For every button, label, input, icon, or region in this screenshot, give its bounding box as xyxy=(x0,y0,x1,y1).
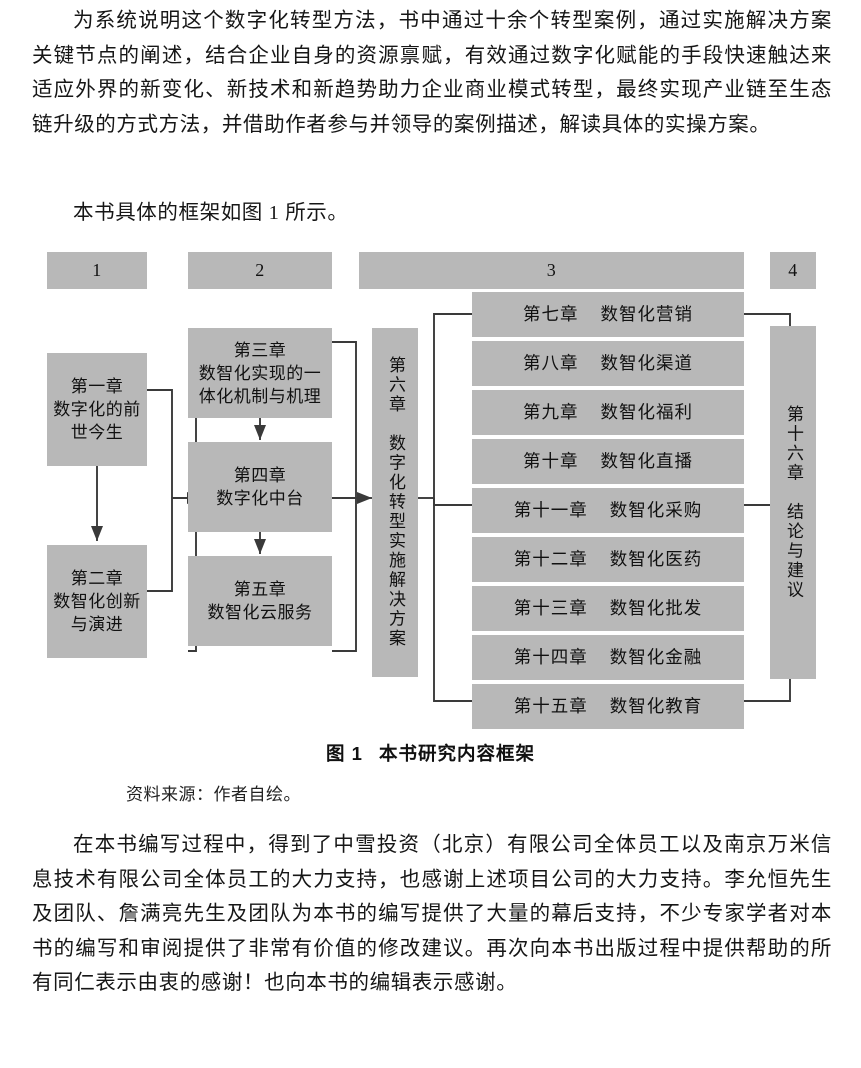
chapter-box-13: 第十三章 数智化批发 xyxy=(472,586,744,631)
chapter-box-4-line2: 数字化中台 xyxy=(216,489,304,508)
stage-header-3: 3 xyxy=(359,252,744,289)
figure-book-research-framework: 1 2 3 4 第一章 数字化的前 世今生 第二章 数智化创新 与演进 xyxy=(0,248,861,808)
wire-bracket-left-top xyxy=(433,313,472,498)
chapter-box-8-number: 第八章 xyxy=(523,353,579,373)
stage-header-1-label: 1 xyxy=(92,260,102,280)
figure-caption-number: 图 1 xyxy=(326,743,363,764)
chapter-box-15-title: 数智化教育 xyxy=(609,696,703,716)
chapter-box-12: 第十二章 数智化医药 xyxy=(472,537,744,582)
chapter-box-9-number: 第九章 xyxy=(523,402,579,422)
chapter-box-15: 第十五章 数智化教育 xyxy=(472,684,744,729)
chapter-box-2-line3: 与演进 xyxy=(70,615,124,634)
chapter-box-7: 第七章 数智化营销 xyxy=(472,292,744,337)
chapter-box-12-number: 第十二章 xyxy=(513,549,588,569)
chapter-box-13-title: 数智化批发 xyxy=(609,598,703,618)
figure-source-note: 资料来源：作者自绘。 xyxy=(126,785,301,804)
chapter-box-14: 第十四章 数智化金融 xyxy=(472,635,744,680)
wire-ch2-right xyxy=(147,498,173,592)
chapter-box-13-number: 第十三章 xyxy=(513,598,588,618)
chapter-box-2-line1: 第二章 xyxy=(70,569,124,588)
chapter-box-3-line1: 第三章 xyxy=(233,340,287,360)
chapter-box-16-label: 第十六章 结论与建议 xyxy=(784,405,803,600)
chapter-box-15-number: 第十五章 xyxy=(513,696,588,716)
chapter-box-10-number: 第十章 xyxy=(523,451,579,471)
chapter-box-5: 第五章 数智化云服务 xyxy=(188,556,332,646)
acknowledgement-paragraph: 在本书编写过程中，得到了中雪投资（北京）有限公司全体员工以及南京万米信息技术有限… xyxy=(32,828,832,1001)
chapter-box-10: 第十章 数智化直播 xyxy=(472,439,744,484)
wire-ch1-right xyxy=(147,389,173,498)
chapter-box-16: 第十六章 结论与建议 xyxy=(770,326,816,679)
stage-header-2: 2 xyxy=(188,252,332,289)
figure-canvas: 1 2 3 4 第一章 数字化的前 世今生 第二章 数智化创新 与演进 xyxy=(0,248,861,729)
chapter-box-1-line3: 世今生 xyxy=(70,423,124,442)
chapter-box-3-line3: 体化机制与机理 xyxy=(198,386,322,406)
chapter-box-1: 第一章 数字化的前 世今生 xyxy=(47,353,147,466)
chapter-box-1-line1: 第一章 xyxy=(70,377,124,396)
chapter-box-9-title: 数智化福利 xyxy=(600,402,693,422)
chapter-box-14-title: 数智化金融 xyxy=(609,647,703,667)
chapter-box-4: 第四章 数字化中台 xyxy=(188,442,332,532)
chapter-box-3-line2: 数智化实现的一 xyxy=(198,363,322,383)
frame-lead-paragraph: 本书具体的框架如图 1 所示。 xyxy=(32,196,832,231)
chapter-box-1-line2: 数字化的前 xyxy=(53,400,141,419)
stage-header-4-label: 4 xyxy=(788,260,798,280)
wire-bracket-left-mid xyxy=(433,498,472,506)
stage-header-4: 4 xyxy=(770,252,816,289)
chapter-box-11: 第十一章 数智化采购 xyxy=(472,488,744,533)
chapter-box-3: 第三章 数智化实现的一 体化机制与机理 xyxy=(188,328,332,418)
wire-stage2-left-bottom xyxy=(188,498,197,652)
chapter-box-4-line1: 第四章 xyxy=(233,466,287,485)
stage-header-1: 1 xyxy=(47,252,147,289)
chapter-box-8-title: 数智化渠道 xyxy=(600,353,693,373)
chapter-box-7-number: 第七章 xyxy=(523,304,579,324)
wire-stage2-right-top xyxy=(332,341,357,498)
chapter-box-7-title: 数智化营销 xyxy=(600,304,693,324)
wire-bracket-left-bottom xyxy=(433,498,472,702)
chapter-box-2: 第二章 数智化创新 与演进 xyxy=(47,545,147,658)
connector-wires xyxy=(90,313,806,702)
chapter-box-5-line2: 数智化云服务 xyxy=(207,603,313,622)
chapter-box-11-title: 数智化采购 xyxy=(609,500,703,520)
chapter-box-10-title: 数智化直播 xyxy=(600,451,693,471)
stage-header-3-label: 3 xyxy=(546,260,557,280)
chapter-box-9: 第九章 数智化福利 xyxy=(472,390,744,435)
intro-paragraph: 为系统说明这个数字化转型方法，书中通过十余个转型案例，通过实施解决方案关键节点的… xyxy=(32,4,832,142)
wire-stage2-right-bottom xyxy=(332,498,357,652)
stage-header-2-label: 2 xyxy=(255,260,265,280)
chapter-box-2-line2: 数智化创新 xyxy=(53,592,141,611)
chapter-box-6: 第六章 数字化转型实施解决方案 xyxy=(372,328,418,677)
chapter-box-12-title: 数智化医药 xyxy=(609,549,703,569)
acknowledgement-text: 在本书编写过程中，得到了中雪投资（北京）有限公司全体员工以及南京万米信息技术有限… xyxy=(32,834,832,994)
chapter-box-5-line1: 第五章 xyxy=(233,580,287,599)
chapter-box-14-number: 第十四章 xyxy=(513,647,588,667)
chapter-box-6-label: 第六章 数字化转型实施解决方案 xyxy=(386,356,405,649)
figure-caption-title: 本书研究内容框架 xyxy=(378,743,535,764)
figure-caption: 图 1 本书研究内容框架 xyxy=(0,740,861,766)
chapter-box-11-number: 第十一章 xyxy=(513,500,588,520)
frame-lead-text: 本书具体的框架如图 1 所示。 xyxy=(73,202,349,224)
chapter-box-8: 第八章 数智化渠道 xyxy=(472,341,744,386)
intro-paragraph-text: 为系统说明这个数字化转型方法，书中通过十余个转型案例，通过实施解决方案关键节点的… xyxy=(32,10,832,136)
